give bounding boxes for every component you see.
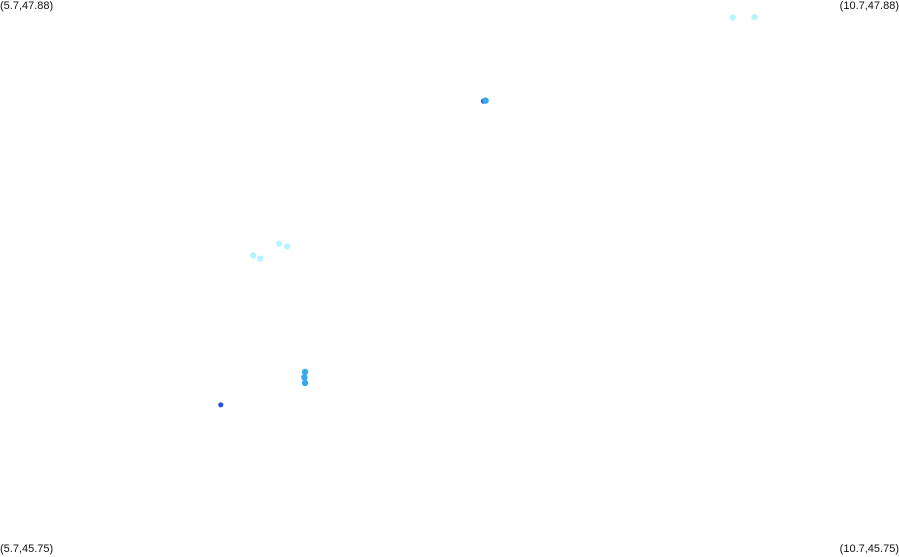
corner-label-top-right: (10.7,47.88) [839, 0, 899, 12]
marker-northeast-1[interactable] [729, 14, 736, 21]
marker-south-2[interactable] [301, 374, 308, 381]
marker-south-3[interactable] [301, 379, 309, 387]
marker-west-3[interactable] [250, 252, 257, 259]
corner-label-top-left: (5.7,47.88) [0, 0, 54, 12]
corner-label-bottom-right: (10.7,45.75) [839, 543, 899, 555]
corner-label-bottom-left: (5.7,45.75) [0, 543, 54, 555]
marker-southwest[interactable] [218, 402, 224, 408]
marker-west-1[interactable] [276, 240, 283, 247]
marker-central-north-2[interactable] [482, 97, 489, 104]
marker-west-4[interactable] [257, 255, 264, 262]
marker-west-2[interactable] [283, 243, 291, 250]
marker-northeast-2[interactable] [751, 13, 758, 21]
marker-south-1[interactable] [301, 368, 309, 376]
